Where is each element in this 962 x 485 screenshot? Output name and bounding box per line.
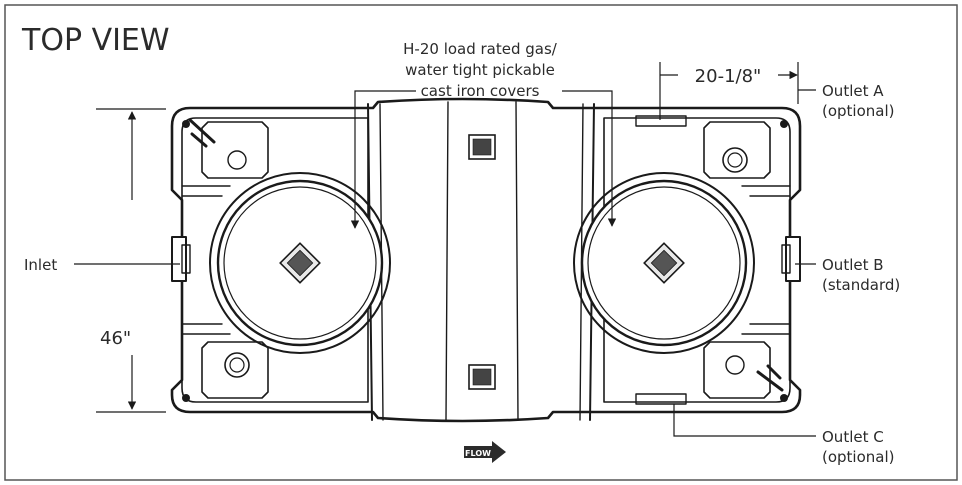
flow-arrow-icon: FLOW — [464, 441, 506, 463]
outlet-a-sublabel: (optional) — [822, 102, 895, 120]
covers-label-line2: water tight pickable — [405, 61, 555, 79]
outlet-a-label: Outlet A — [822, 82, 884, 100]
inlet-callout: Inlet — [24, 256, 180, 274]
logo-plate-top — [468, 134, 496, 160]
outlet-a-callout: Outlet A (optional) — [659, 82, 895, 120]
outlet-c-sublabel: (optional) — [822, 448, 895, 466]
outlet-a-leader — [659, 89, 816, 120]
height-dimension-label: 46" — [100, 328, 131, 349]
page-title: TOP VIEW — [21, 23, 170, 58]
inlet-label: Inlet — [24, 256, 57, 274]
covers-leader-right — [562, 90, 617, 227]
outlet-c-leader — [673, 404, 816, 437]
outlet-c-callout: Outlet C (optional) — [673, 404, 895, 466]
covers-leader-left — [350, 90, 416, 229]
flow-label: FLOW — [465, 449, 491, 458]
covers-callout: H-20 load rated gas/ water tight pickabl… — [350, 40, 617, 229]
outlet-c-label: Outlet C — [822, 428, 884, 446]
logo-plate-bottom — [468, 364, 496, 390]
outlet-b-callout: Outlet B (standard) — [795, 256, 900, 294]
right-cover — [573, 172, 755, 354]
width-dimension-label: 20-1/8" — [695, 66, 762, 87]
width-dimension — [659, 62, 799, 104]
height-dimension — [96, 108, 166, 413]
covers-label-line1: H-20 load rated gas/ — [403, 40, 558, 58]
frame-border — [4, 4, 958, 481]
outlet-b-label: Outlet B — [822, 256, 884, 274]
outlet-b-sublabel: (standard) — [822, 276, 900, 294]
left-cover — [209, 172, 391, 354]
covers-label-line3: cast iron covers — [421, 82, 540, 100]
